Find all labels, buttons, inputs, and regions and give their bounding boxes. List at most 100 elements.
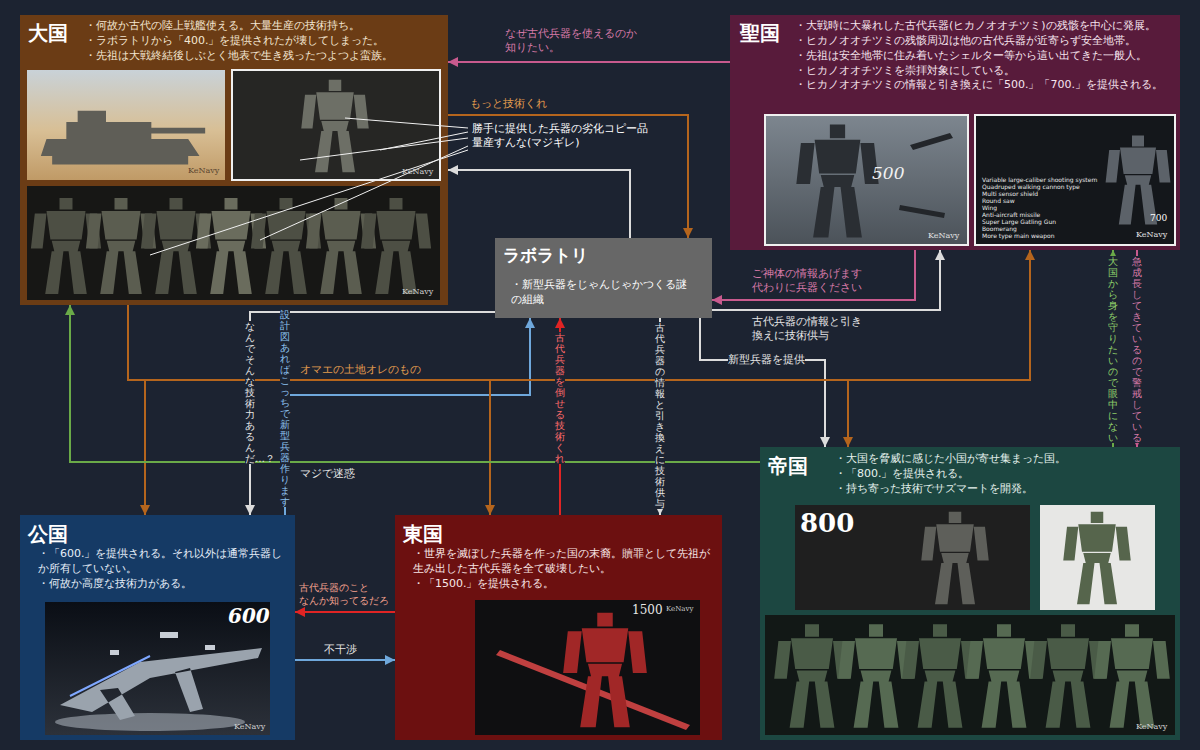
- model-number: 700: [1150, 213, 1167, 224]
- arrowhead: [140, 505, 150, 515]
- connector-line: [448, 61, 730, 63]
- watermark-slot: KeNavy: [928, 231, 959, 241]
- spec-text: Boomerang: [982, 225, 1017, 232]
- bullet-list: ・大国を脅威に感じた小国が寄せ集まった国。・「800.」を提供される。・持ち寄っ…: [835, 452, 1170, 497]
- model-number: 1500: [632, 603, 663, 617]
- watermark-slot: KeNavy: [1136, 230, 1167, 240]
- watermark: KeNavy: [666, 605, 693, 613]
- edge-label-slot: 古代兵器を倒せる技術くれ: [555, 332, 565, 464]
- spec-text-slot: Multi sensor shield: [982, 190, 1038, 197]
- connector: [128, 305, 495, 515]
- bullet-text: ・先祖は安全地帯に住み着いたシェルター等から這い出てきた一般人。: [795, 49, 1173, 64]
- watermark-slot: KeNavy: [188, 166, 219, 176]
- floating-parts: [110, 632, 215, 655]
- connector: [1132, 250, 1142, 447]
- country-box: 大国・何故か古代の陸上戦艦使える。大量生産の技術持ち。・ラボラトリから「400.…: [20, 15, 448, 305]
- connector-line: [128, 250, 1030, 380]
- watermark: KeNavy: [188, 166, 219, 176]
- mech: [141, 198, 211, 294]
- arrowhead: [683, 228, 693, 238]
- watermark: KeNavy: [402, 287, 433, 297]
- spec-text-slot: Wing: [982, 204, 997, 211]
- weapon-600-photo: [45, 602, 270, 735]
- bullet-list: ・新型兵器をじゃんじゃかつくる謎の組織: [511, 278, 696, 308]
- weapon-800-photo: [795, 505, 1030, 610]
- edge-label-slot: 設計図あればこっちで新型兵器作ります: [280, 309, 290, 507]
- connector-line: [285, 318, 530, 515]
- heading-slot: 公国: [28, 522, 68, 546]
- mech: [1106, 136, 1171, 225]
- land-battleship: [41, 111, 205, 165]
- connector: [712, 250, 945, 310]
- bullet-text: ・先祖は大戦終結後しぶとく地表で生き残ったつよつよ蛮族。: [85, 49, 440, 64]
- mech: [1094, 624, 1170, 728]
- bullet-text: ・世界を滅ぼした兵器を作った国の末裔。贖罪として先祖が生み出した古代兵器を全て破…: [413, 547, 713, 577]
- bullet-list: ・何故か古代の陸上戦艦使える。大量生産の技術持ち。・ラボラトリから「400.」を…: [85, 19, 440, 64]
- country-box: 聖国・大戦時に大暴れした古代兵器(ヒカノオオチツミ)の残骸を中心に発展。・ヒカノ…: [730, 15, 1180, 250]
- arrowhead: [385, 655, 395, 665]
- edge-label: オマエの土地オレのもの: [300, 363, 421, 376]
- missiles: [899, 133, 953, 218]
- model-number-slot: 1500: [632, 603, 663, 617]
- heading-slot: 帝国: [768, 454, 808, 478]
- connector-line: [128, 305, 145, 515]
- model-number: 600: [228, 604, 270, 628]
- sazumart-photo: [1040, 505, 1155, 610]
- mech: [796, 125, 878, 238]
- photo-ground: [27, 70, 225, 180]
- bullet-text: ・「1500.」を提供される。: [413, 577, 713, 592]
- photo-ground: [765, 115, 968, 245]
- connector-line: [295, 659, 395, 661]
- box-heading: ラボラトリ: [503, 245, 588, 265]
- watermark: KeNavy: [1136, 230, 1167, 240]
- model-number-slot: 700: [1150, 213, 1167, 224]
- callout-text-slot: 勝手に提供した兵器の劣化コピー品 量産すんな(マジギレ): [472, 122, 655, 150]
- watermark: KeNavy: [234, 722, 265, 732]
- edge-label-slot: 古代兵器の情報と引き換えに技術供与: [655, 322, 665, 509]
- edge-label-slot: オマエの土地オレのもの: [300, 363, 421, 376]
- bullet-text: ・何故か古代の陸上戦艦使える。大量生産の技術持ち。: [85, 19, 440, 34]
- mech: [306, 198, 376, 294]
- connector-line: [295, 611, 395, 613]
- bullet-list: ・大戦時に大暴れした古代兵器(ヒカノオオチツミ)の残骸を中心に発展。・ヒカノオオ…: [795, 19, 1173, 93]
- connector-line: [448, 170, 630, 238]
- connector: [448, 115, 693, 238]
- edge-label: なんでそんな技術力あるんだ…？: [245, 321, 255, 464]
- bullet-text: ・ヒカノオオチツミの残骸周辺は他の古代兵器が近寄らず安全地帯。: [795, 34, 1173, 49]
- edge-label: 古代兵器のこと なんか知ってるだろ: [299, 582, 394, 607]
- floor-light: [55, 713, 245, 731]
- mech: [838, 624, 914, 728]
- edge-label: 大国から身を守りたいので眼中にない: [1108, 256, 1118, 443]
- spec-text: Wing: [982, 204, 997, 211]
- edge-label-slot: 新型兵器を提供: [728, 353, 805, 366]
- arrowhead: [712, 295, 722, 305]
- photo-ground: [45, 602, 270, 735]
- mech: [31, 198, 101, 294]
- watermark-slot: KeNavy: [1136, 722, 1167, 732]
- edge-label: もっと技術くれ: [470, 97, 547, 110]
- bullet-list: ・「600.」を提供される。それ以外は通常兵器しか所有していない。・何故か高度な…: [38, 547, 288, 592]
- spec-text: More type main weapon: [982, 232, 1055, 239]
- edge-label-slot: 古代兵器のこと なんか知ってるだろ: [299, 582, 394, 607]
- photo-ground: [232, 70, 440, 180]
- edge-label: 古代兵器の情報と引き換えに技術供与: [752, 315, 866, 343]
- spec-text-slot: Boomerang: [982, 225, 1017, 232]
- box-heading: 大国: [28, 21, 68, 45]
- photo-ground: [765, 615, 1175, 735]
- bullet-text: ・何故か高度な技術力がある。: [38, 577, 288, 592]
- mech: [361, 198, 431, 294]
- heading-slot: 大国: [28, 21, 68, 45]
- edge-label-slot: ご神体の情報あげます 代わりに兵器ください: [752, 267, 868, 295]
- edge-label-slot: マジで迷惑: [300, 467, 355, 480]
- box-heading: 帝国: [768, 454, 808, 478]
- bullet-text: ・ラボラトリから「400.」を提供されたが壊してしまった。: [85, 34, 440, 49]
- edge-label: マジで迷惑: [300, 467, 355, 480]
- photo-ground: [27, 186, 440, 300]
- connector: [448, 57, 730, 67]
- mech: [563, 613, 647, 728]
- arrowhead: [555, 318, 565, 328]
- connector: [295, 655, 395, 665]
- edge-label: 不干渉: [324, 643, 357, 656]
